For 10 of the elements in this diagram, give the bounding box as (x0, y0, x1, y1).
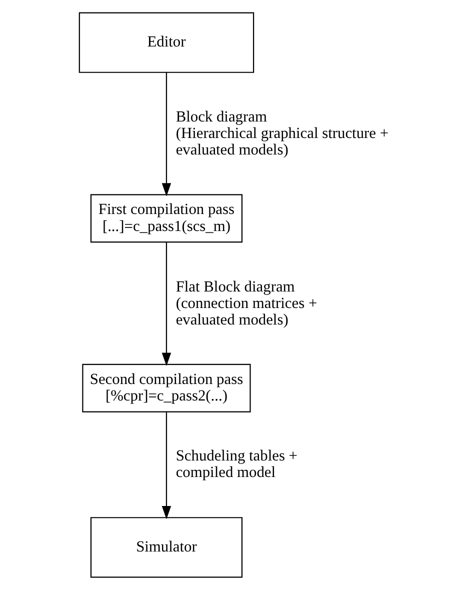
node-box: Simulator (90, 517, 243, 578)
arrow (162, 242, 172, 366)
edge-label: Flat Block diagram (connection matrices + evaluated models) (176, 278, 318, 328)
arrow (162, 412, 172, 520)
arrow (162, 72, 172, 196)
node-box: Editor (78, 12, 254, 73)
edge-label: Block diagram (Hierarchical graphical structure + evaluated models) (176, 108, 389, 159)
node-box: Second compilation pass [%cpr]=c_pass2(...) (82, 364, 251, 412)
edge-label: Schudeling tables + compiled model (176, 448, 298, 482)
node-box: First compilation pass [...]=c_pass1(scs_m) (90, 194, 243, 243)
